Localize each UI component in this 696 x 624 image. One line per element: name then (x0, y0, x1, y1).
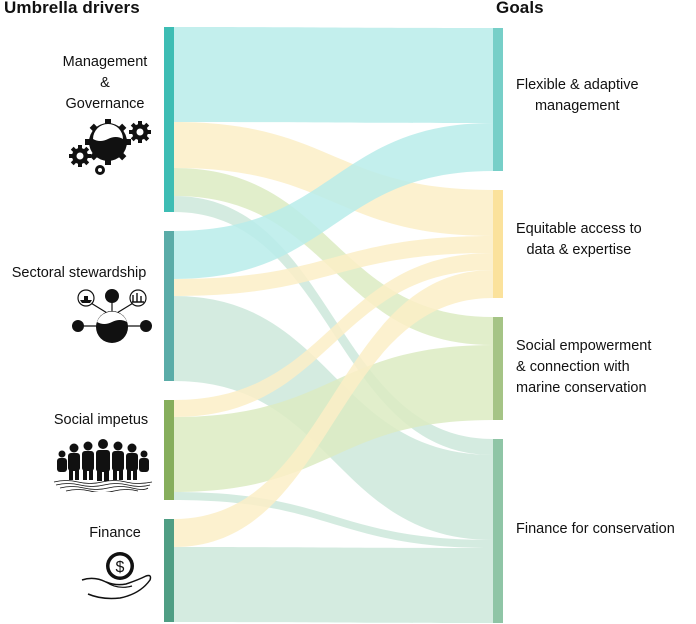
network-icon (72, 289, 152, 343)
source-label-sectoral: Sectoral stewardship (11, 265, 147, 281)
source-node-ss (164, 231, 174, 381)
money-hand-icon: $ (81, 552, 152, 600)
goal-node-eq (493, 190, 503, 298)
goal-node-fc (493, 439, 503, 623)
gears-icon (69, 119, 151, 175)
flow-mg-to-fam (174, 27, 493, 123)
flow-fi-to-eq (174, 270, 493, 547)
source-label-management: Management & Governance (62, 54, 148, 112)
flow-si-to-eq (174, 253, 493, 417)
flow-ss-to-fam (174, 123, 493, 279)
nodes-layer (164, 27, 503, 623)
flow-fi-to-fc (174, 547, 493, 623)
source-label-finance: Finance (89, 525, 141, 541)
flow-mg-to-se (174, 168, 493, 345)
goal-node-fam (493, 28, 503, 171)
people-icon (53, 439, 153, 492)
source-node-fi (164, 519, 174, 622)
goal-label-social-empowerment: Social empowerment & connection with mar… (516, 338, 652, 396)
svg-text:$: $ (116, 559, 125, 576)
right-header: Goals (496, 0, 544, 17)
source-node-mg (164, 27, 174, 212)
flow-ss-to-eq (174, 236, 493, 296)
flow-mg-to-fc (174, 196, 493, 455)
goal-label-finance-conservation: Finance for conservation (516, 521, 675, 537)
goal-label-flexible: Flexible & adaptive management (516, 77, 639, 114)
left-header: Umbrella drivers (4, 0, 140, 17)
flow-si-to-fc (174, 492, 493, 548)
goal-node-se (493, 317, 503, 420)
goal-label-equitable: Equitable access to data & expertise (516, 221, 642, 258)
flows-layer (174, 27, 493, 623)
source-label-social: Social impetus (53, 412, 149, 428)
source-node-si (164, 400, 174, 500)
